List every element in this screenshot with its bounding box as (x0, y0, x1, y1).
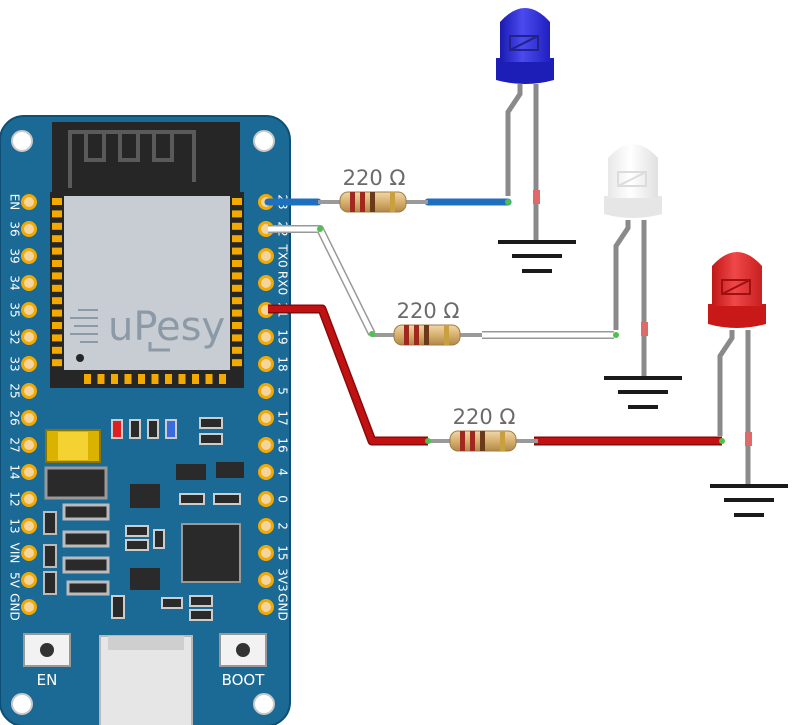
en-button-label: EN (37, 671, 58, 689)
right-pin-pad (258, 545, 274, 561)
resistor-label: 220 Ω (343, 166, 406, 190)
left-pin-label: 5V (8, 572, 22, 589)
left-pin-pad (21, 248, 37, 264)
left-pin-pad (21, 194, 37, 210)
right-pin-pad (258, 437, 274, 453)
left-pin-label: VIN (8, 543, 22, 564)
right-pin-pad (258, 383, 274, 399)
left-pin-pad (21, 221, 37, 237)
resistor: 220 Ω (428, 405, 538, 452)
right-pin-label: 2 (276, 522, 290, 530)
ground-symbol (498, 240, 576, 273)
right-pin-label: TX0 (276, 243, 290, 267)
left-pin-pad (21, 491, 37, 507)
left-pin-pad (21, 383, 37, 399)
resistor-label: 220 Ω (397, 299, 460, 323)
antenna-trace (68, 130, 196, 188)
left-pin-pad (21, 572, 37, 588)
left-pin-label: 27 (8, 437, 22, 452)
right-pin-label: 15 (276, 545, 290, 560)
left-pin-pad (21, 410, 37, 426)
right-pin-label: 16 (276, 437, 290, 452)
right-pin-pad (258, 572, 274, 588)
left-pin-pad (21, 275, 37, 291)
right-pin-label: 19 (276, 329, 290, 344)
right-pin-pad (258, 464, 274, 480)
left-pin-label: 39 (8, 248, 22, 263)
right-pin-pad (258, 518, 274, 534)
left-pin-pad (21, 599, 37, 615)
mount-hole (253, 693, 275, 715)
left-pin-pad (21, 356, 37, 372)
brand-logo: uPesy (108, 304, 225, 350)
led-white (604, 144, 662, 376)
right-pin-label: 18 (276, 356, 290, 371)
usb-connector (99, 635, 193, 725)
right-pin-label: GND (276, 593, 290, 621)
smd-components (43, 417, 244, 621)
right-pin-pad (258, 491, 274, 507)
led-red (708, 252, 766, 484)
right-pin-label: 3V3 (276, 568, 290, 591)
left-pin-pad (21, 518, 37, 534)
right-pin-pad (258, 356, 274, 372)
resistor: 220 Ω (372, 299, 482, 346)
ground-symbol (604, 376, 682, 409)
left-pin-label: 35 (8, 302, 22, 317)
resistor: 220 Ω (318, 166, 428, 213)
left-pin-label: 32 (8, 329, 22, 344)
left-pin-pad (21, 437, 37, 453)
wire-red (268, 304, 722, 446)
left-pin-pad (21, 302, 37, 318)
left-pin-label: 25 (8, 383, 22, 398)
right-pin-pad (258, 275, 274, 291)
left-pin-label: 26 (8, 410, 22, 425)
left-pin-pad (21, 329, 37, 345)
en-button[interactable] (23, 633, 71, 667)
right-pin-label: 4 (276, 468, 290, 476)
right-pin-pad (258, 248, 274, 264)
right-pin-label: 0 (276, 495, 290, 503)
esp32-board: uPesy EN363934353233252627141213VIN5VGND… (0, 115, 291, 725)
left-pin-pad (21, 545, 37, 561)
boot-button-label: BOOT (222, 671, 266, 689)
left-pin-label: 14 (8, 464, 22, 479)
left-pin-label: 34 (8, 275, 22, 290)
left-pin-pad (21, 464, 37, 480)
ground-symbol (710, 484, 788, 517)
right-pin-pad (258, 599, 274, 615)
right-pin-pad (258, 329, 274, 345)
right-pin-label: RX0 (276, 271, 290, 295)
right-pin-pad (258, 410, 274, 426)
mount-hole (253, 130, 275, 152)
left-pin-label: 33 (8, 356, 22, 371)
right-pin-label: 17 (276, 410, 290, 425)
connection-points (317, 199, 725, 444)
left-pin-label: 36 (8, 221, 22, 236)
left-pin-label: EN (8, 194, 22, 211)
mount-hole (11, 130, 33, 152)
boot-button[interactable] (219, 633, 267, 667)
right-pin-label: 5 (276, 387, 290, 395)
resistor-label: 220 Ω (453, 405, 516, 429)
led-blue (496, 8, 554, 240)
mount-hole (11, 693, 33, 715)
left-pin-label: 12 (8, 491, 22, 506)
left-pin-label: 13 (8, 518, 22, 533)
left-pin-label: GND (8, 593, 22, 621)
